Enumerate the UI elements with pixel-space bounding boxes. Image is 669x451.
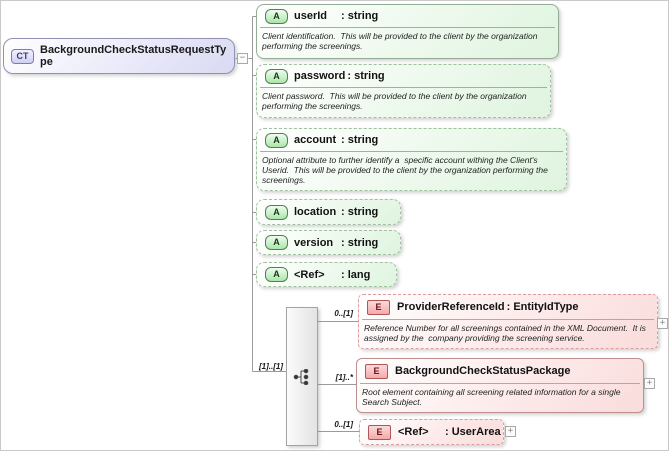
cardinality-sequence: [1]..[1] xyxy=(259,362,283,371)
element-annotation: Root element containing all screening re… xyxy=(362,387,623,407)
element-name: ProviderReferenceId xyxy=(397,301,505,313)
attribute-name: location xyxy=(294,206,337,218)
attribute-title: A version : string xyxy=(257,231,400,254)
plus-icon: + xyxy=(646,378,653,388)
attribute-icon: A xyxy=(265,8,288,24)
attribute-location[interactable]: A location : string xyxy=(256,199,401,225)
expand-button-backgroundcheckstatuspackage[interactable]: + xyxy=(644,378,655,389)
attribute-icon: A xyxy=(265,132,288,148)
element-icon: E xyxy=(368,424,391,440)
attribute-ref-lang[interactable]: A <Ref> : lang xyxy=(256,262,397,287)
attribute-password[interactable]: A password : string Client password. Thi… xyxy=(256,64,551,118)
attribute-annotation: Optional attribute to further identify a… xyxy=(262,155,551,185)
attribute-account[interactable]: A account : string Optional attribute to… xyxy=(256,128,567,191)
attribute-icon: A xyxy=(265,267,288,282)
sequence-icon xyxy=(293,368,309,385)
attribute-title: A account : string xyxy=(257,129,566,151)
divider xyxy=(362,319,654,320)
attribute-type: : string xyxy=(341,236,379,249)
attribute-annotation: Client password. This will be provided t… xyxy=(262,91,529,111)
attribute-annotation: Client identification. This will be prov… xyxy=(262,31,540,51)
cardinality-providerreferenceid: 0..[1] xyxy=(334,309,353,318)
attribute-icon: A xyxy=(265,235,288,250)
attribute-title: A password : string xyxy=(257,65,550,87)
element-title: E BackgroundCheckStatusPackage xyxy=(357,359,643,383)
complextype-icon: CT xyxy=(11,48,34,64)
element-ref-userarea[interactable]: E <Ref> : UserArea xyxy=(359,419,504,445)
expand-button-providerreferenceid[interactable]: + xyxy=(657,318,668,329)
cardinality-backgroundcheckstatuspackage: [1]..* xyxy=(335,373,353,382)
attribute-type: : string xyxy=(341,206,379,218)
attribute-name: version xyxy=(294,236,334,249)
attribute-name: password xyxy=(294,70,346,82)
attribute-type: : string xyxy=(341,10,379,22)
complextype-name: BackgroundCheckStatusRequestType xyxy=(40,44,227,68)
attribute-type: : string xyxy=(341,134,379,146)
attribute-title: A <Ref> : lang xyxy=(257,263,396,286)
divider xyxy=(260,87,547,88)
element-name: <Ref> xyxy=(398,426,429,438)
attribute-userid[interactable]: A userId : string Client identification.… xyxy=(256,4,559,59)
plus-icon: + xyxy=(507,426,514,436)
attribute-name: <Ref> xyxy=(294,268,325,281)
attribute-type: : lang xyxy=(341,268,371,281)
sequence-compositor[interactable] xyxy=(286,307,318,446)
attribute-name: account xyxy=(294,134,337,146)
expand-button-ref-userarea[interactable]: + xyxy=(505,426,516,437)
attribute-icon: A xyxy=(265,204,288,220)
element-providerreferenceid[interactable]: E ProviderReferenceId : EntityIdType Ref… xyxy=(358,294,658,349)
attribute-type: : string xyxy=(347,70,385,82)
element-name: BackgroundCheckStatusPackage xyxy=(395,365,571,377)
divider xyxy=(360,383,640,384)
element-type: : EntityIdType xyxy=(506,301,579,313)
divider xyxy=(260,151,563,152)
attribute-title: A userId : string xyxy=(257,5,558,27)
collapse-button[interactable]: − xyxy=(237,53,248,64)
element-annotation: Reference Number for all screenings cont… xyxy=(364,323,649,343)
element-type: : UserArea xyxy=(445,426,501,438)
element-icon: E xyxy=(365,363,388,379)
attribute-version[interactable]: A version : string xyxy=(256,230,401,255)
divider xyxy=(260,27,555,28)
minus-icon: − xyxy=(239,53,246,63)
element-icon: E xyxy=(367,299,390,315)
element-title: E ProviderReferenceId : EntityIdType xyxy=(359,295,657,319)
attribute-name: userId xyxy=(294,10,328,22)
element-title: E <Ref> : UserArea xyxy=(360,420,503,444)
plus-icon: + xyxy=(659,318,666,328)
element-backgroundcheckstatuspackage[interactable]: E BackgroundCheckStatusPackage Root elem… xyxy=(356,358,644,413)
attribute-icon: A xyxy=(265,68,288,84)
complextype-backgroundcheckstatusrequesttype[interactable]: CT BackgroundCheckStatusRequestType xyxy=(3,38,235,74)
cardinality-ref-userarea: 0..[1] xyxy=(334,420,353,429)
attribute-title: A location : string xyxy=(257,200,400,224)
